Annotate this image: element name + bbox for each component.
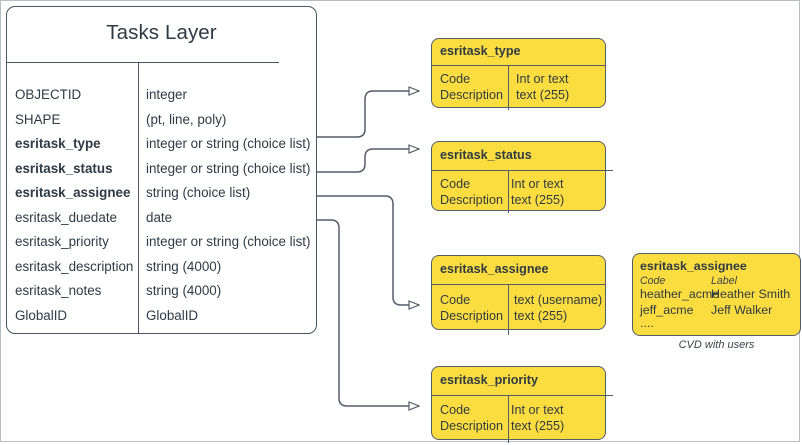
field-type: integer or string (choice list) <box>146 160 311 176</box>
link-esritask-assignee <box>317 195 419 305</box>
field-type: integer or string (choice list) <box>146 136 311 151</box>
domain-code-column: Code Description <box>440 292 503 325</box>
field-name: esritask_status <box>15 160 113 176</box>
table-row[interactable]: OBJECTID integer <box>7 87 316 112</box>
field-name: SHAPE <box>15 111 61 127</box>
domain-header-divider <box>431 284 606 285</box>
domain-right-line: Int or text <box>511 177 564 191</box>
field-name: esritask_type <box>15 136 101 151</box>
domain-code-column: Code Description <box>440 71 503 104</box>
field-name: esritask_priority <box>15 234 109 249</box>
field-type: string (choice list) <box>146 185 251 200</box>
domain-column-divider <box>508 284 509 335</box>
field-type: GlobalID <box>146 307 199 323</box>
domain-box-esritask-priority[interactable]: esritask_priority Code Description Int o… <box>431 366 613 443</box>
domain-left-line: Description <box>440 193 503 208</box>
domain-box-title: esritask_status <box>440 148 532 162</box>
field-name: OBJECTID <box>15 87 82 102</box>
field-name: esritask_notes <box>15 283 102 298</box>
cvd-row-code: heather_acme <box>640 287 720 301</box>
domain-right-line: text (255) <box>514 309 568 324</box>
domain-right-line: text (255) <box>511 193 565 208</box>
table-row[interactable]: esritask_duedate date <box>7 210 316 235</box>
tasks-layer-entity[interactable]: Tasks Layer OBJECTID integer SHAPE (pt, … <box>6 6 317 334</box>
cvd-title: esritask_assignee <box>640 259 747 273</box>
domain-column-divider <box>508 395 509 443</box>
column-divider <box>138 62 139 334</box>
cvd-row-code: jeff_acme <box>640 303 694 317</box>
domain-type-column: Int or text text (255) <box>516 71 569 104</box>
domain-box-esritask-type[interactable]: esritask_type Code Description Int or te… <box>431 38 606 110</box>
link-esritask-status <box>317 149 419 173</box>
domain-right-line: Int or text <box>511 403 564 417</box>
domain-left-line: Code <box>440 177 471 191</box>
cvd-users-box[interactable]: esritask_assignee Code Label heather_acm… <box>632 253 801 336</box>
field-type: string (4000) <box>146 258 222 274</box>
domain-left-line: Description <box>440 309 503 324</box>
field-name: esritask_assignee <box>15 185 131 200</box>
domain-box-esritask-assignee[interactable]: esritask_assignee Code Description text … <box>431 255 606 335</box>
field-type: string (4000) <box>146 283 222 298</box>
domain-right-line: text (255) <box>516 88 570 103</box>
table-row[interactable]: SHAPE (pt, line, poly) <box>7 112 316 137</box>
field-type: (pt, line, poly) <box>146 111 227 127</box>
cvd-caption: CVD with users <box>678 339 755 351</box>
domain-box-title: esritask_assignee <box>440 262 549 276</box>
domain-column-divider <box>508 65 509 110</box>
table-row[interactable]: esritask_notes string (4000) <box>7 283 316 308</box>
table-row[interactable]: esritask_assignee string (choice list) <box>7 185 316 210</box>
domain-type-column: text (username) text (255) <box>514 292 602 325</box>
cvd-ellipsis: .... <box>640 316 654 330</box>
field-name: GlobalID <box>15 307 68 323</box>
domain-column-divider <box>508 170 509 213</box>
field-type: integer <box>146 87 187 102</box>
domain-box-title: esritask_priority <box>440 373 539 387</box>
cvd-header-code: Code <box>640 275 666 287</box>
domain-code-column: Code Description <box>440 402 503 435</box>
page-title: Tasks Layer <box>106 21 217 44</box>
domain-left-line: Code <box>440 293 471 307</box>
table-row[interactable]: esritask_status integer or string (choic… <box>7 161 316 186</box>
domain-right-line: Int or text <box>516 72 569 86</box>
table-row[interactable]: esritask_priority integer or string (cho… <box>7 234 316 259</box>
domain-header-divider <box>431 170 613 171</box>
field-type: date <box>146 209 173 225</box>
domain-header-divider <box>431 65 606 66</box>
domain-box-esritask-status[interactable]: esritask_status Code Description Int or … <box>431 141 613 213</box>
field-type: integer or string (choice list) <box>146 234 311 249</box>
table-row[interactable]: esritask_description string (4000) <box>7 259 316 284</box>
domain-box-title: esritask_type <box>440 44 521 58</box>
domain-header-divider <box>431 395 613 396</box>
domain-code-column: Code Description <box>440 176 503 209</box>
domain-left-line: Code <box>440 403 471 417</box>
table-row[interactable]: GlobalID GlobalID <box>7 308 316 333</box>
domain-type-column: Int or text text (255) <box>511 176 564 209</box>
table-row[interactable]: esritask_type integer or string (choice … <box>7 136 316 161</box>
domain-right-line: text (255) <box>511 419 565 434</box>
domain-left-line: Description <box>440 419 503 434</box>
field-name: esritask_description <box>15 258 134 274</box>
cvd-row-label: Heather Smith <box>711 287 791 301</box>
domain-right-line: text (username) <box>514 293 603 307</box>
domain-left-line: Code <box>440 72 471 86</box>
link-esritask-type <box>317 91 419 138</box>
header-divider <box>7 62 279 63</box>
cvd-row-label: Jeff Walker <box>711 303 773 317</box>
domain-type-column: Int or text text (255) <box>511 402 564 435</box>
cvd-header-label: Label <box>711 275 737 287</box>
link-esritask-priority <box>317 219 419 406</box>
domain-left-line: Description <box>440 88 503 103</box>
field-name: esritask_duedate <box>15 209 117 225</box>
